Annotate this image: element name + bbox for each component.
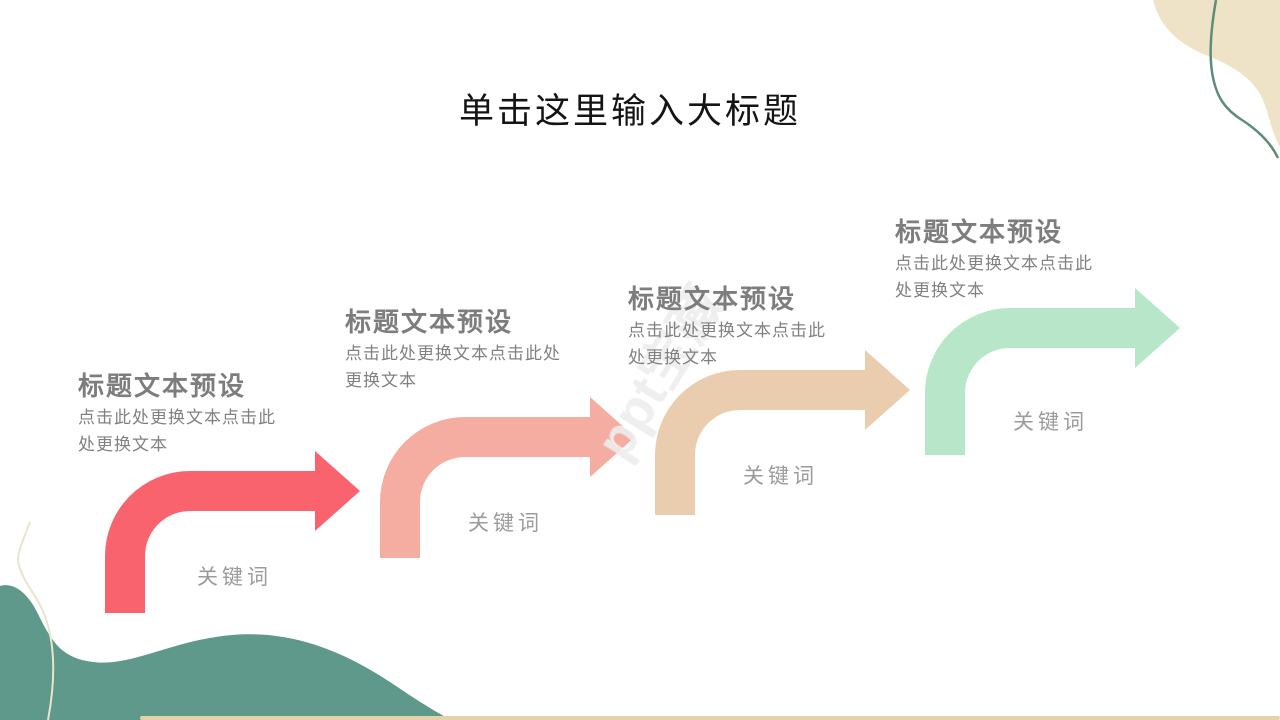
bottom-left-blob-shape [0,585,452,720]
section-1-heading: 标题文本预设 [78,371,247,401]
step-arrow-2 [380,397,635,558]
corner-blob-shape [1153,0,1280,147]
section-4-body: 点击此处更换文本点击此处更换文本 [895,254,1093,300]
section-1-body: 点击此处更换文本点击此处更换文本 [78,408,276,454]
section-3-body: 点击此处更换文本点击此处更换文本 [628,321,826,367]
step-arrow-1 [105,451,360,613]
section-4-heading: 标题文本预设 [895,217,1064,247]
section-2-keyword: 关键词 [468,512,543,535]
section-2-heading: 标题文本预设 [345,307,514,337]
section-3-keyword: 关键词 [743,465,818,488]
corner-curve-line [1209,0,1280,159]
step-arrow-3 [655,350,910,515]
slide-title: 单击这里输入大标题 [458,92,801,131]
bottom-strip [140,716,1280,720]
section-4-keyword: 关键词 [1013,411,1088,434]
step-arrow-4 [925,288,1180,455]
section-1-keyword: 关键词 [197,566,272,589]
bottom-curve-line [17,521,55,720]
section-2-body: 点击此处更换文本点击此处更换文本 [345,344,561,390]
section-3-heading: 标题文本预设 [628,284,797,314]
